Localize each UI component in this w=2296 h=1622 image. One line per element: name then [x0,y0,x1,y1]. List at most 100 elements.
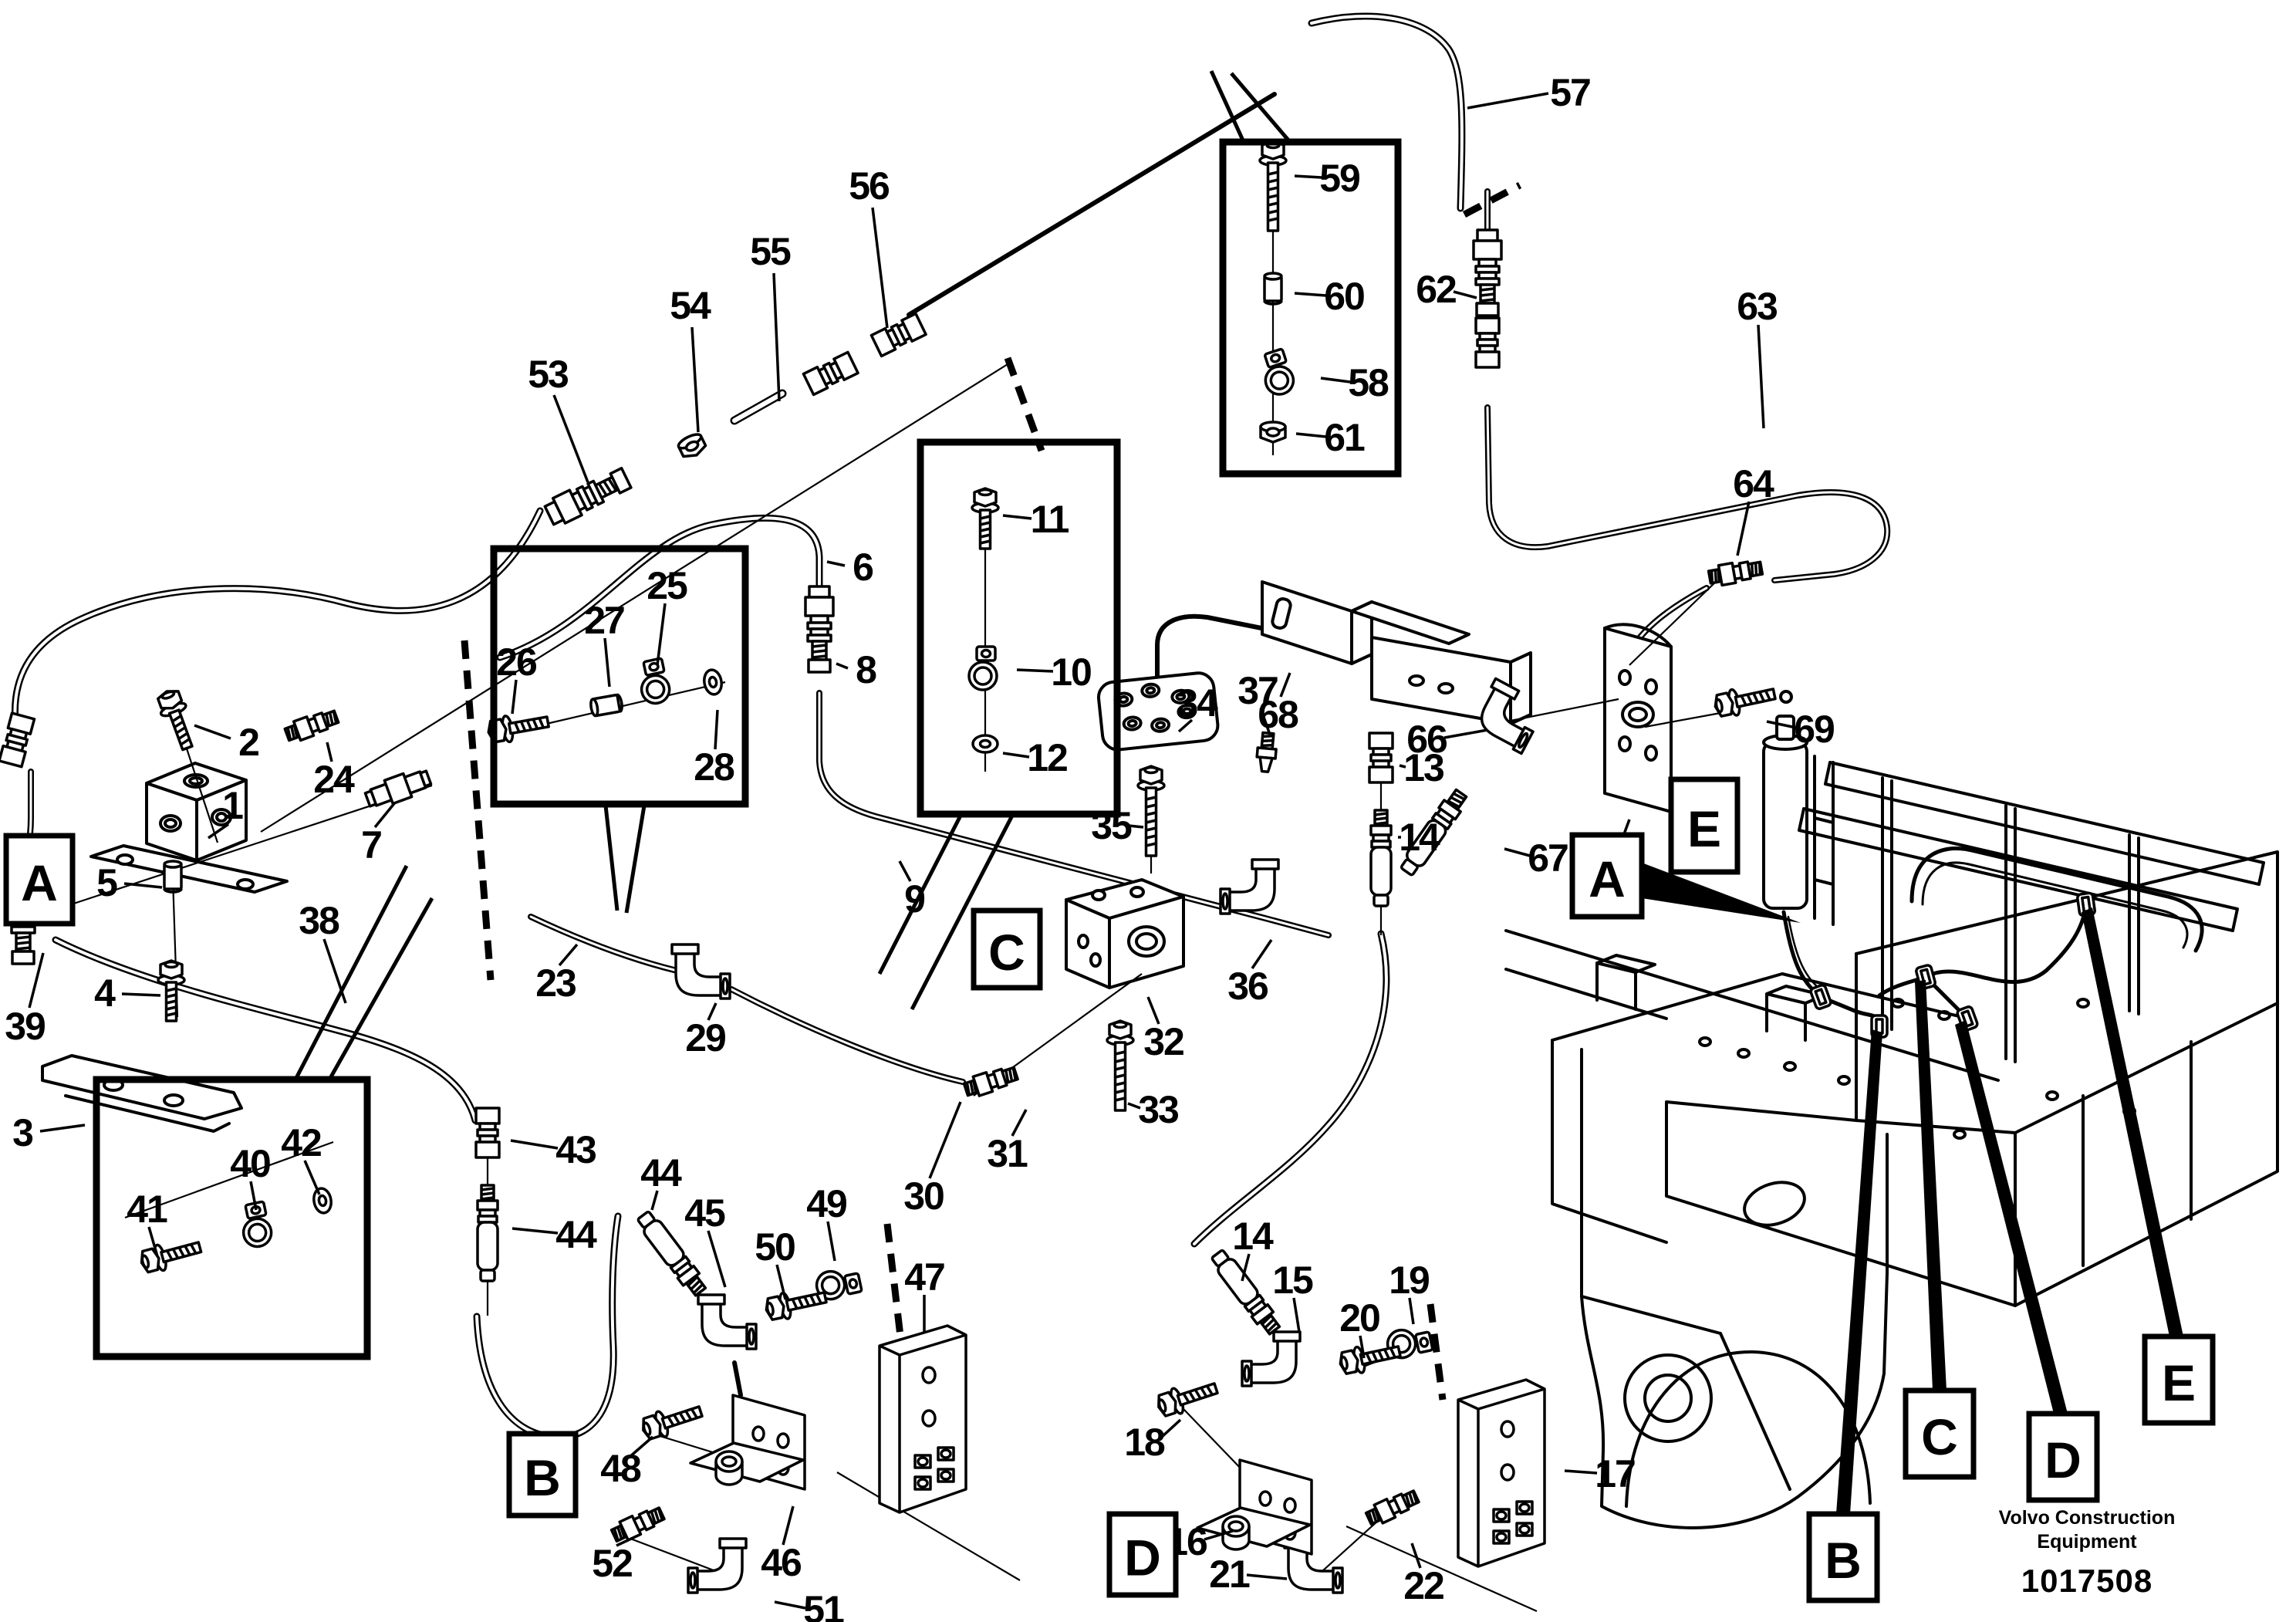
part-label-leader [1443,728,1488,739]
part-fitting [804,585,835,674]
part-label-4: 4 [94,972,161,1015]
hose-core [54,938,477,1122]
section-letter-C: C [971,907,1043,991]
part-label-leader [898,860,912,882]
part-label-44: 44 [640,1151,684,1211]
part-label-leader [775,1264,787,1300]
part-label-leader [194,724,231,740]
part-label-leader [39,1124,86,1133]
part-fitting_s [1368,732,1394,784]
section-letter-D: D [1106,1511,1179,1598]
part-label-54: 54 [670,284,713,433]
part-number-text: 52 [592,1542,632,1585]
part-label-12: 12 [1002,736,1069,779]
section-letter-B: B [506,1431,579,1519]
part-number-text: 2 [238,721,258,764]
hose-line [907,92,1277,317]
part-label-leader [772,272,781,402]
section-letter-box [1668,776,1741,875]
part-label-leader [1736,501,1751,556]
chassis-callout-leader [1915,980,1947,1391]
part-boltlong [1258,140,1288,232]
part-label-2: 2 [194,721,260,764]
part-number-text: 30 [903,1174,944,1218]
part-number-text: 6 [853,546,873,589]
part-fitting_s [0,711,36,769]
chassis-callout-text: E [2162,1354,2196,1411]
assembly-axis-line [124,1140,334,1219]
part-label-46: 46 [761,1505,802,1584]
part-number-text: 25 [647,564,687,607]
part-label-5: 5 [96,861,163,904]
part-label-8: 8 [836,648,878,691]
part-label-leader [836,662,849,670]
part-label-56: 56 [849,164,890,329]
part-number-text: 50 [755,1225,795,1269]
part-number-text: 62 [1416,268,1456,311]
part-number-text: 51 [803,1588,844,1622]
dashed-reference-line [1462,182,1522,218]
part-label-leader [326,742,333,762]
part-label-leader [552,394,589,483]
section-letter-A: A [3,833,76,927]
part-label-49: 49 [806,1182,848,1262]
part-label-leader [558,943,579,967]
detail-box-leader [603,805,620,911]
part-number-text: 12 [1027,736,1067,779]
part-label-61: 61 [1295,416,1366,459]
part-label-59: 59 [1294,157,1361,200]
footer-block: Volvo Construction Equipment 1017508 [1960,1506,2214,1600]
part-label-leader [303,1160,321,1195]
part-label-leader [1241,1253,1251,1282]
part-label-14: 14 [1398,816,1442,859]
part-smallfit [608,1502,667,1546]
part-label-1: 1 [208,784,245,840]
section-letter-box [3,833,76,927]
part-label-30: 30 [903,1101,962,1218]
assembly-axis-line [47,784,433,914]
part-label-leader [1320,377,1351,384]
part-number-text: 37 [1237,669,1278,712]
part-bolt [153,685,201,754]
part-smallfit [1362,1485,1422,1529]
part-label-19: 19 [1389,1259,1430,1325]
section-letter-box [1106,1511,1179,1598]
bracket-3 [41,1054,243,1133]
part-number-text: 69 [1794,708,1834,751]
part-number-text: 33 [1138,1088,1178,1131]
part-label-leader [1399,764,1406,769]
part-label-leader [1128,824,1144,829]
part-label-55: 55 [750,230,792,402]
part-label-6: 6 [826,546,874,589]
chassis-callout-box [1806,1511,1880,1603]
part-label-leader [1408,1297,1415,1325]
part-number-text: 40 [230,1142,270,1185]
part-clamp [967,645,998,691]
part-label-leader [650,1190,659,1211]
part-label-leader [871,207,889,329]
part-elbow [687,1537,748,1594]
part-washer [701,667,725,698]
assembly-axis-line [1346,1525,1538,1613]
part-fitting_s [1474,316,1501,369]
hose-line [1484,404,1891,583]
part-hoseend [476,1184,499,1282]
part-number-text: 20 [1339,1296,1379,1340]
part-label-leader [1146,996,1160,1025]
part-fitting_s [869,312,927,358]
part-number-text: 5 [96,861,117,904]
part-label-leader [707,1230,727,1288]
part-label-31: 31 [987,1109,1029,1175]
dashed-reference-line [1004,357,1045,452]
part-label-3: 3 [12,1111,86,1154]
part-boltlong [1106,1019,1135,1112]
part-number-text: 10 [1051,650,1091,694]
part-label-leader [1359,1335,1366,1359]
part-label-26: 26 [496,640,538,715]
part-number-text: 15 [1272,1259,1313,1302]
part-number-text: 17 [1595,1452,1635,1495]
part-number-text: 64 [1733,462,1774,505]
part-platetall [1457,1378,1546,1568]
